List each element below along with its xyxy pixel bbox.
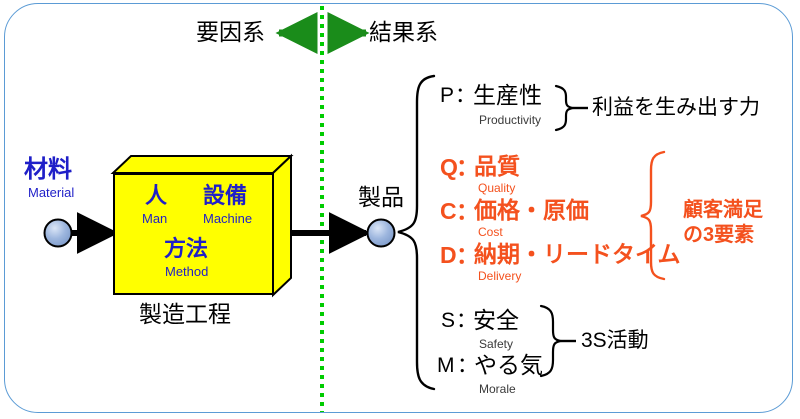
result-quality-en: Quality — [478, 181, 516, 195]
result-cost-separator: ： — [456, 198, 479, 224]
header-right-label: 結果系 — [369, 19, 438, 45]
result-safety-separator: ： — [456, 309, 477, 332]
product-label: 製品 — [358, 184, 404, 210]
result-safety-en: Safety — [479, 337, 514, 351]
result-cost-jp: 価格・原価 — [474, 197, 589, 223]
productivity-brace — [554, 84, 574, 132]
process-item-method-jp: 方法 — [164, 236, 209, 261]
process-item-man-jp: 人 — [145, 183, 168, 208]
three-s-brace — [539, 304, 562, 378]
product-sphere — [366, 218, 396, 248]
result-morale-separator: ： — [457, 354, 478, 377]
result-productivity-note: 利益を生み出す力 — [592, 96, 760, 119]
main-brace — [397, 74, 436, 391]
process-item-machine-en: Machine — [203, 211, 253, 226]
result-delivery-en: Delivery — [478, 269, 522, 283]
result-delivery-separator: ： — [456, 242, 479, 268]
result-delivery-key: D — [440, 242, 457, 268]
process-box-top-face — [110, 155, 294, 174]
result-delivery-jp: 納期・リードタイム — [474, 241, 681, 267]
process-box-front-face — [113, 173, 274, 295]
header-left-label: 要因系 — [196, 19, 265, 45]
process-item-method-en: Method — [165, 264, 209, 279]
process-item-man-en: Man — [142, 211, 168, 226]
process-box-caption: 製造工程 — [139, 301, 231, 327]
result-quality-key: Q — [440, 154, 458, 180]
process-box-side-face — [272, 153, 292, 298]
result-morale-key: M — [437, 354, 455, 377]
customer-satisfaction-label-line2: の3要素 — [683, 224, 755, 246]
result-cost-en: Cost — [478, 225, 503, 239]
process-item-machine-jp: 設備 — [203, 183, 248, 208]
result-cost-key: C — [440, 198, 457, 224]
result-safety-key: S — [441, 309, 456, 332]
result-productivity-key: P — [440, 84, 455, 107]
result-quality-separator: ： — [456, 154, 479, 180]
result-morale-en: Morale — [479, 382, 516, 396]
material-label-en: Material — [28, 185, 75, 200]
result-quality-jp: 品質 — [474, 153, 520, 179]
result-safety-jp: 安全 — [473, 307, 519, 333]
customer-satisfaction-label-line1: 顧客満足 — [683, 199, 763, 221]
material-sphere — [43, 218, 73, 248]
result-morale-jp: やる気 — [474, 352, 543, 378]
three-s-group-label: 3S活動 — [581, 329, 649, 352]
result-productivity-jp: 生産性 — [473, 82, 542, 108]
result-productivity-separator: ： — [455, 84, 476, 107]
material-label-jp: 材料 — [24, 156, 72, 183]
qcd-brace — [640, 150, 666, 281]
result-productivity-en: Productivity — [479, 113, 542, 127]
